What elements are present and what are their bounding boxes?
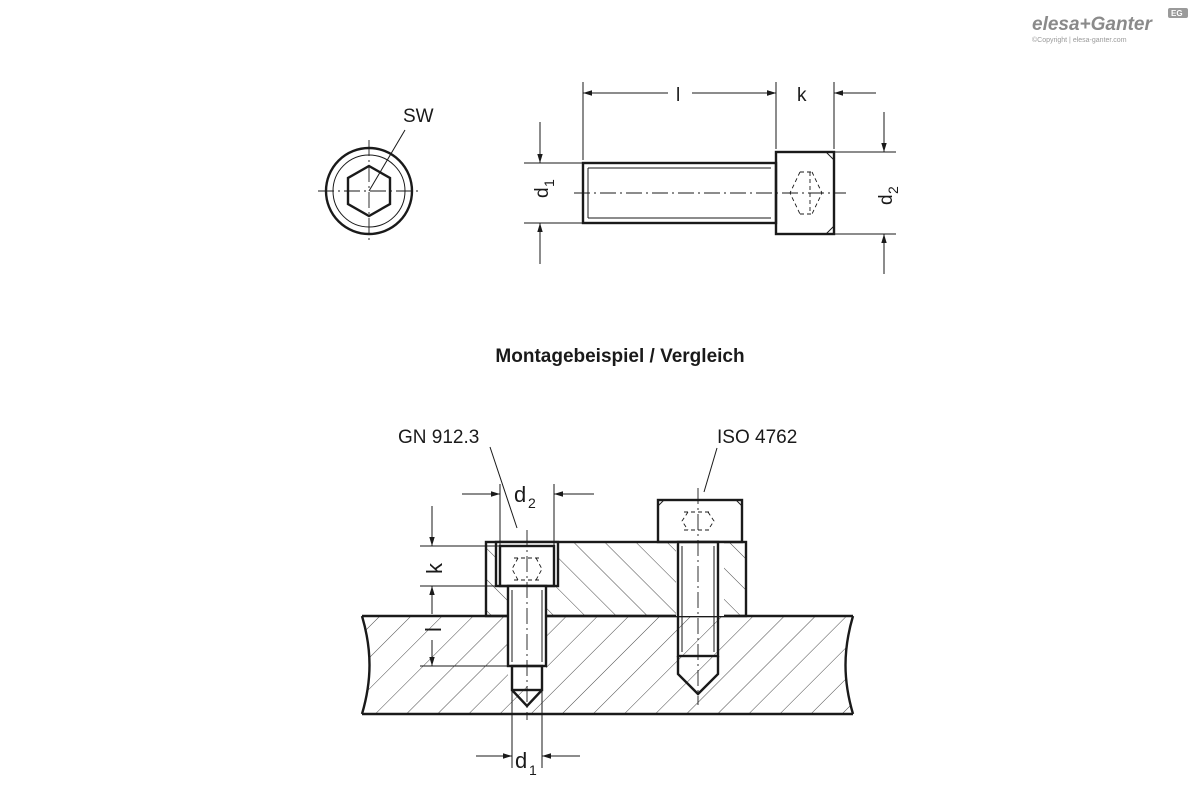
hex-socket-icon — [346, 164, 392, 218]
logo-brand-text: elesa+Ganter — [1032, 14, 1153, 35]
svg-text:1: 1 — [529, 762, 537, 778]
svg-text:2: 2 — [528, 495, 536, 511]
asm-d1-label: d 1 — [515, 748, 537, 778]
svg-text:d: d — [514, 482, 526, 507]
assembly-drawing: GN 912.3 ISO 4762 d 2 k l d — [360, 427, 855, 778]
brand-logo: elesa+Ganter EG ©Copyright | elesa-gante… — [1032, 8, 1188, 44]
asm-d2-label: d 2 — [514, 482, 536, 511]
svg-text:1: 1 — [541, 179, 557, 187]
logo-copyright: ©Copyright | elesa-ganter.com — [1032, 36, 1127, 44]
svg-text:2: 2 — [885, 186, 901, 194]
asm-l-label: l — [421, 627, 446, 632]
gn-912-label: GN 912.3 — [398, 427, 479, 448]
svg-text:d: d — [876, 194, 897, 205]
svg-text:d: d — [532, 187, 553, 198]
iso-leader-line — [703, 447, 718, 493]
top-plate — [484, 540, 748, 618]
iso-screw-head — [656, 498, 744, 544]
asm-k-label: k — [422, 562, 447, 574]
dim-d2-label: d 2 — [876, 186, 901, 205]
dim-l-label: l — [676, 85, 680, 106]
dim-k-label: k — [797, 85, 807, 106]
svg-text:k: k — [422, 562, 447, 574]
sw-leader-line — [368, 129, 406, 192]
logo-badge-text: EG — [1171, 9, 1183, 18]
sw-label: SW — [403, 106, 434, 127]
base-plate-hatch — [362, 616, 853, 714]
section-title: Montagebeispiel / Vergleich — [495, 346, 744, 367]
dim-d1-label: d 1 — [532, 179, 557, 198]
logo-badge-icon — [1168, 8, 1188, 18]
svg-text:d: d — [515, 748, 527, 773]
svg-text:l: l — [421, 627, 446, 632]
iso-4762-label: ISO 4762 — [717, 427, 797, 448]
gn-leader-line — [489, 446, 518, 529]
iso-drill-tip — [676, 656, 720, 696]
end-view: SW — [318, 106, 434, 242]
side-view: l k d 1 d 2 — [524, 82, 901, 274]
